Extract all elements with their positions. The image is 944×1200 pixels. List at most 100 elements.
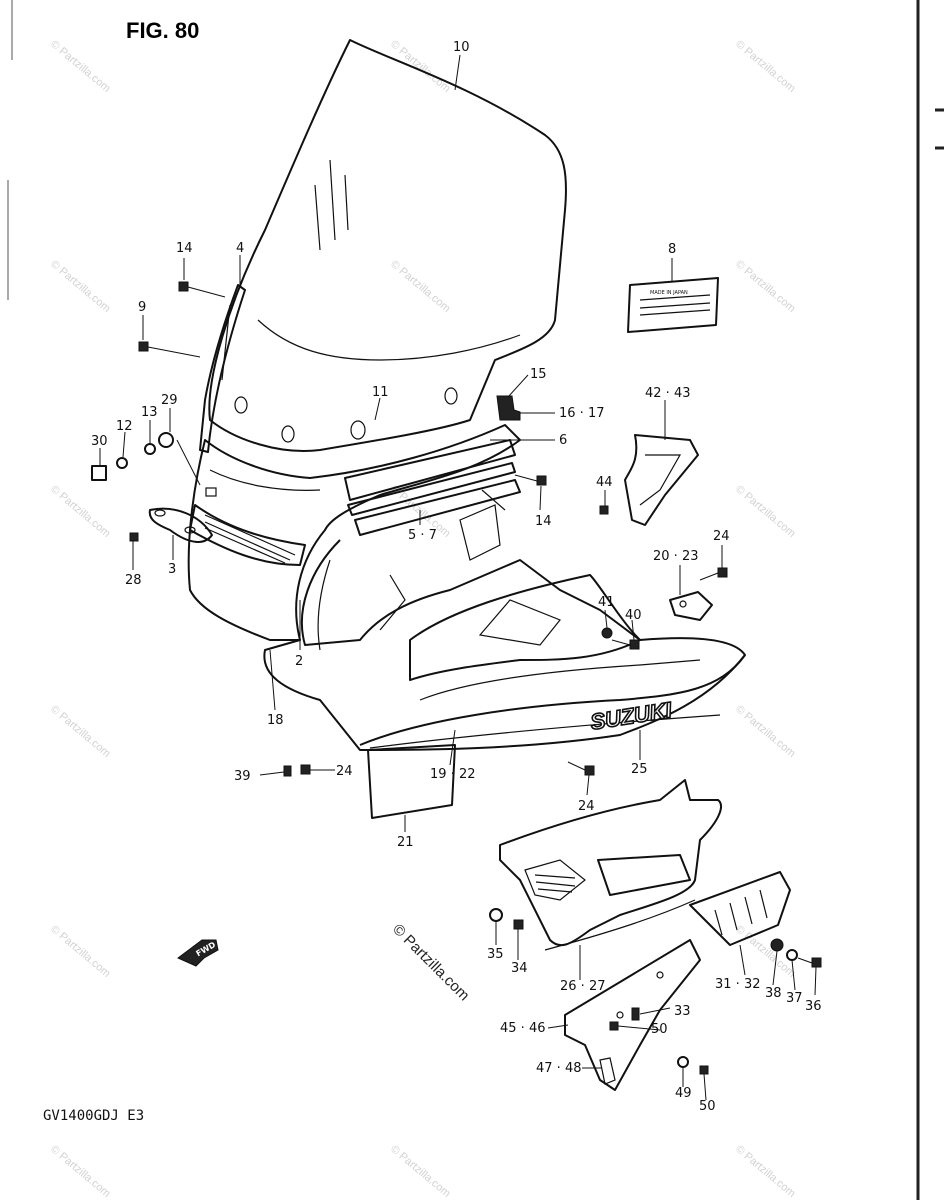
watermark: © Partzilla.com xyxy=(48,483,112,540)
part-label: 24 xyxy=(713,529,730,544)
trim-strip xyxy=(199,284,246,453)
part-label: 4 xyxy=(236,241,244,256)
bolt-36 xyxy=(797,957,822,968)
washer-38 xyxy=(770,938,784,952)
part-label: 34 xyxy=(511,961,528,976)
bracket-3 xyxy=(148,507,213,543)
part-label: 28 xyxy=(125,573,142,588)
part-label: 24 xyxy=(578,799,595,814)
bolt-24a xyxy=(699,567,728,581)
washer-13 xyxy=(144,443,156,455)
part-label: 50 xyxy=(699,1099,716,1114)
bolt-9 xyxy=(138,341,201,358)
screw-12 xyxy=(116,457,128,469)
part-label: 12 xyxy=(116,419,133,434)
washer-37 xyxy=(786,949,798,961)
part-label: 35 xyxy=(487,947,504,962)
bolt-34 xyxy=(513,919,524,930)
part-label: 29 xyxy=(161,393,178,408)
side-piece-42 xyxy=(624,434,699,526)
bolt-50b xyxy=(699,1065,709,1075)
windshield xyxy=(208,39,567,452)
watermark: © Partzilla.com xyxy=(48,923,112,980)
bolt-24c xyxy=(567,761,595,776)
leader-lines xyxy=(99,54,817,1101)
watermark: © Partzilla.com xyxy=(733,258,797,315)
part-label: 37 xyxy=(786,991,803,1006)
watermark: © Partzilla.com xyxy=(733,1143,797,1200)
lower-fairing xyxy=(263,539,746,751)
part-label: 40 xyxy=(625,608,642,623)
watermark: © Partzilla.com xyxy=(388,1143,452,1200)
part-label: 38 xyxy=(765,986,782,1001)
watermark: © Partzilla.com xyxy=(48,703,112,760)
grille-31 xyxy=(689,871,791,946)
part-label: 36 xyxy=(805,999,822,1014)
lower-cover-26 xyxy=(499,779,722,951)
logo-text: SUZUKI xyxy=(589,697,675,735)
bolt-40 xyxy=(611,639,640,650)
part-label: 16 · 17 xyxy=(559,406,604,421)
part-label: 2 xyxy=(295,654,303,669)
label-plate-8: MADE IN JAPAN xyxy=(627,277,719,333)
part-label: 39 xyxy=(234,769,251,784)
part-labels: 10 14 4 9 8 15 11 16 · 17 29 13 12 30 6 … xyxy=(91,40,822,1114)
part-label: 31 · 32 xyxy=(715,977,760,992)
part-label: 10 xyxy=(453,40,470,55)
part-label: 8 xyxy=(668,242,676,257)
part-label: 25 xyxy=(631,762,648,777)
watermark: © Partzilla.com xyxy=(388,258,452,315)
screw-50a xyxy=(609,1021,619,1031)
bolt-24b xyxy=(300,764,311,775)
watermark: © Partzilla.com xyxy=(388,38,452,95)
watermark: © Partzilla.com xyxy=(48,1143,112,1200)
part-label: 45 · 46 xyxy=(500,1021,545,1036)
nut-30 xyxy=(91,465,107,481)
part-label: 14 xyxy=(176,241,193,256)
part-label: 50 xyxy=(651,1022,668,1037)
part-label: 18 xyxy=(267,713,284,728)
watermark-grid: © Partzilla.com © Partzilla.com © Partzi… xyxy=(48,38,797,1200)
screw-44 xyxy=(599,505,609,515)
fwd-arrow: FWD xyxy=(177,939,219,967)
washer-49 xyxy=(677,1056,689,1068)
scan-edges xyxy=(7,0,944,1200)
grommet-29 xyxy=(158,432,174,448)
part-label: 9 xyxy=(138,300,146,315)
part-label: 33 xyxy=(674,1004,691,1019)
bracket-20 xyxy=(669,591,713,621)
figure-title: FIG. 80 xyxy=(126,18,199,43)
watermark-center: © Partzilla.com xyxy=(389,921,472,1004)
washer-35 xyxy=(489,908,503,922)
part-label: 30 xyxy=(91,434,108,449)
part-label: 21 xyxy=(397,835,414,850)
clip-15 xyxy=(496,395,521,421)
screw-33 xyxy=(631,1007,640,1021)
fasteners xyxy=(91,281,822,1075)
part-label: 20 · 23 xyxy=(653,549,698,564)
suzuki-logo: SUZUKI xyxy=(588,696,675,735)
watermark: © Partzilla.com xyxy=(733,483,797,540)
part-label: 42 · 43 xyxy=(645,386,690,401)
part-label: 44 xyxy=(596,475,613,490)
part-label: 24 xyxy=(336,764,353,779)
watermark: © Partzilla.com xyxy=(48,38,112,95)
inner-panels xyxy=(344,439,521,561)
bolt-14b xyxy=(514,474,547,486)
bottom-bracket xyxy=(564,939,701,1091)
model-code: GV1400GDJ E3 xyxy=(43,1108,144,1124)
part-label: 14 xyxy=(535,514,552,529)
part-label: 13 xyxy=(141,405,158,420)
part-label: 47 · 48 xyxy=(536,1061,581,1076)
plate-text: MADE IN JAPAN xyxy=(650,290,688,296)
washer-41 xyxy=(601,627,613,639)
part-label: 49 xyxy=(675,1086,692,1101)
upper-cowl xyxy=(187,424,521,641)
screw-39 xyxy=(283,765,292,777)
flap-21 xyxy=(367,744,456,819)
watermark: © Partzilla.com xyxy=(48,258,112,315)
watermark: © Partzilla.com xyxy=(733,38,797,95)
part-label: 15 xyxy=(530,367,547,382)
part-label: 19 · 22 xyxy=(430,767,475,782)
